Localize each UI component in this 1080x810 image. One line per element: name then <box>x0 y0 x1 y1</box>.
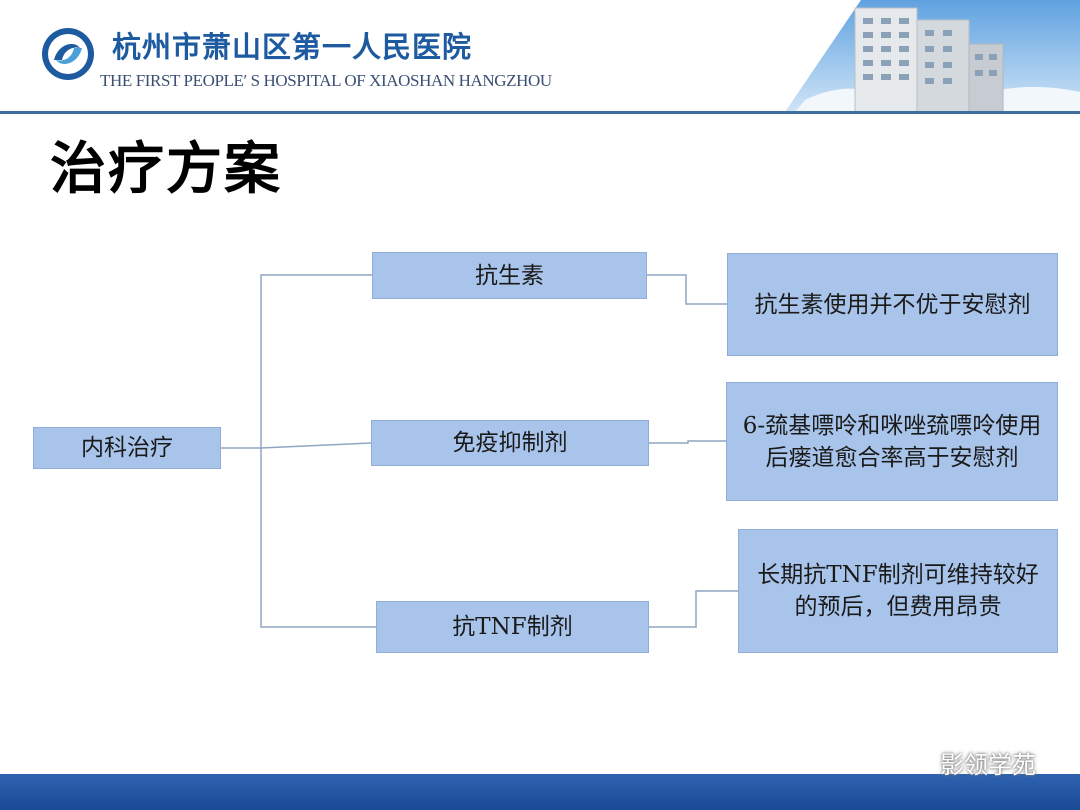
connector-root-branch-2 <box>260 442 372 449</box>
connector-branch-2-detail <box>649 440 726 444</box>
branch-node-antibiotics: 抗生素 <box>372 252 647 299</box>
branch-node-label: 抗生素 <box>475 262 544 289</box>
connector-branch-1-detail <box>647 274 727 305</box>
root-node: 内科治疗 <box>33 427 221 469</box>
header-divider <box>0 111 1080 114</box>
connector-root-branch-1 <box>221 274 372 449</box>
detail-node-antibiotics: 抗生素使用并不优于安慰剂 <box>727 253 1058 356</box>
hospital-building-image <box>785 0 1080 112</box>
root-node-label: 内科治疗 <box>81 435 173 461</box>
connector-root-branch-3 <box>260 448 376 628</box>
watermark-text: 影领学苑 <box>940 750 1036 779</box>
detail-node-text: 抗生素使用并不优于安慰剂 <box>754 291 1031 318</box>
detail-node-anti-tnf: 长期抗TNF制剂可维持较好的预后，但费用昂贵 <box>738 529 1058 653</box>
watermark: 影领学苑 <box>900 744 1036 780</box>
wechat-icon <box>901 749 933 774</box>
branch-node-anti-tnf: 抗TNF制剂 <box>376 601 649 653</box>
detail-node-immunosuppressants: 6-巯基嘌呤和咪唑巯嘌呤使用后瘘道愈合率高于安慰剂 <box>726 382 1058 501</box>
detail-node-text: 6-巯基嘌呤和咪唑巯嘌呤使用后瘘道愈合率高于安慰剂 <box>742 412 1042 471</box>
hospital-name-en: THE FIRST PEOPLE′ S HOSPITAL OF XIAOSHAN… <box>100 71 552 90</box>
connector-branch-3-detail <box>649 590 738 628</box>
page-title: 治疗方案 <box>50 137 282 202</box>
branch-node-label: 抗TNF制剂 <box>452 614 573 640</box>
hospital-logo-icon <box>42 28 94 80</box>
branch-node-immunosuppressants: 免疫抑制剂 <box>371 420 649 466</box>
hospital-name-cn: 杭州市萧山区第一人民医院 <box>112 30 473 64</box>
header: 杭州市萧山区第一人民医院 THE FIRST PEOPLE′ S HOSPITA… <box>0 0 1080 116</box>
detail-node-text: 长期抗TNF制剂可维持较好的预后，但费用昂贵 <box>757 562 1039 620</box>
branch-node-label: 免疫抑制剂 <box>452 430 568 456</box>
footer-bar <box>0 774 1080 810</box>
